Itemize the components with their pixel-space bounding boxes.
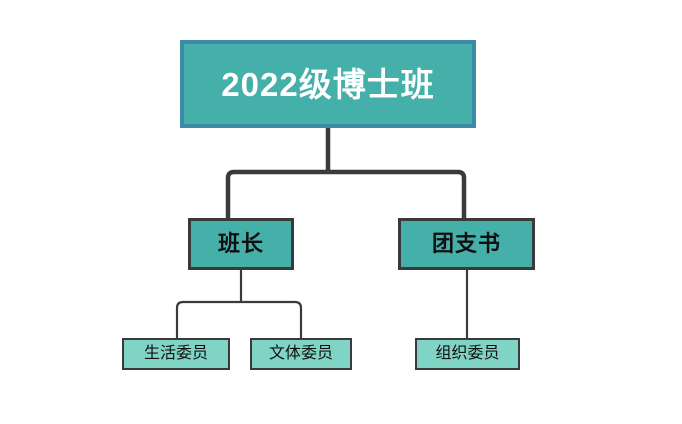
node-organization-committee[interactable]: 组织委员 [415, 338, 520, 370]
node-culture-sports-committee[interactable]: 文体委员 [250, 338, 352, 370]
edge-banzhang-to-wenti [241, 300, 303, 338]
node-league-secretary[interactable]: 团支书 [398, 218, 535, 270]
edge-root-to-tuanzhishu [328, 169, 467, 218]
edge-root-to-banzhang [225, 169, 328, 218]
node-life-committee[interactable]: 生活委员 [122, 338, 230, 370]
node-class-monitor[interactable]: 班长 [188, 218, 294, 270]
node-root-class[interactable]: 2022级博士班 [180, 40, 476, 128]
edge-banzhang-to-shenghuo [175, 300, 241, 338]
